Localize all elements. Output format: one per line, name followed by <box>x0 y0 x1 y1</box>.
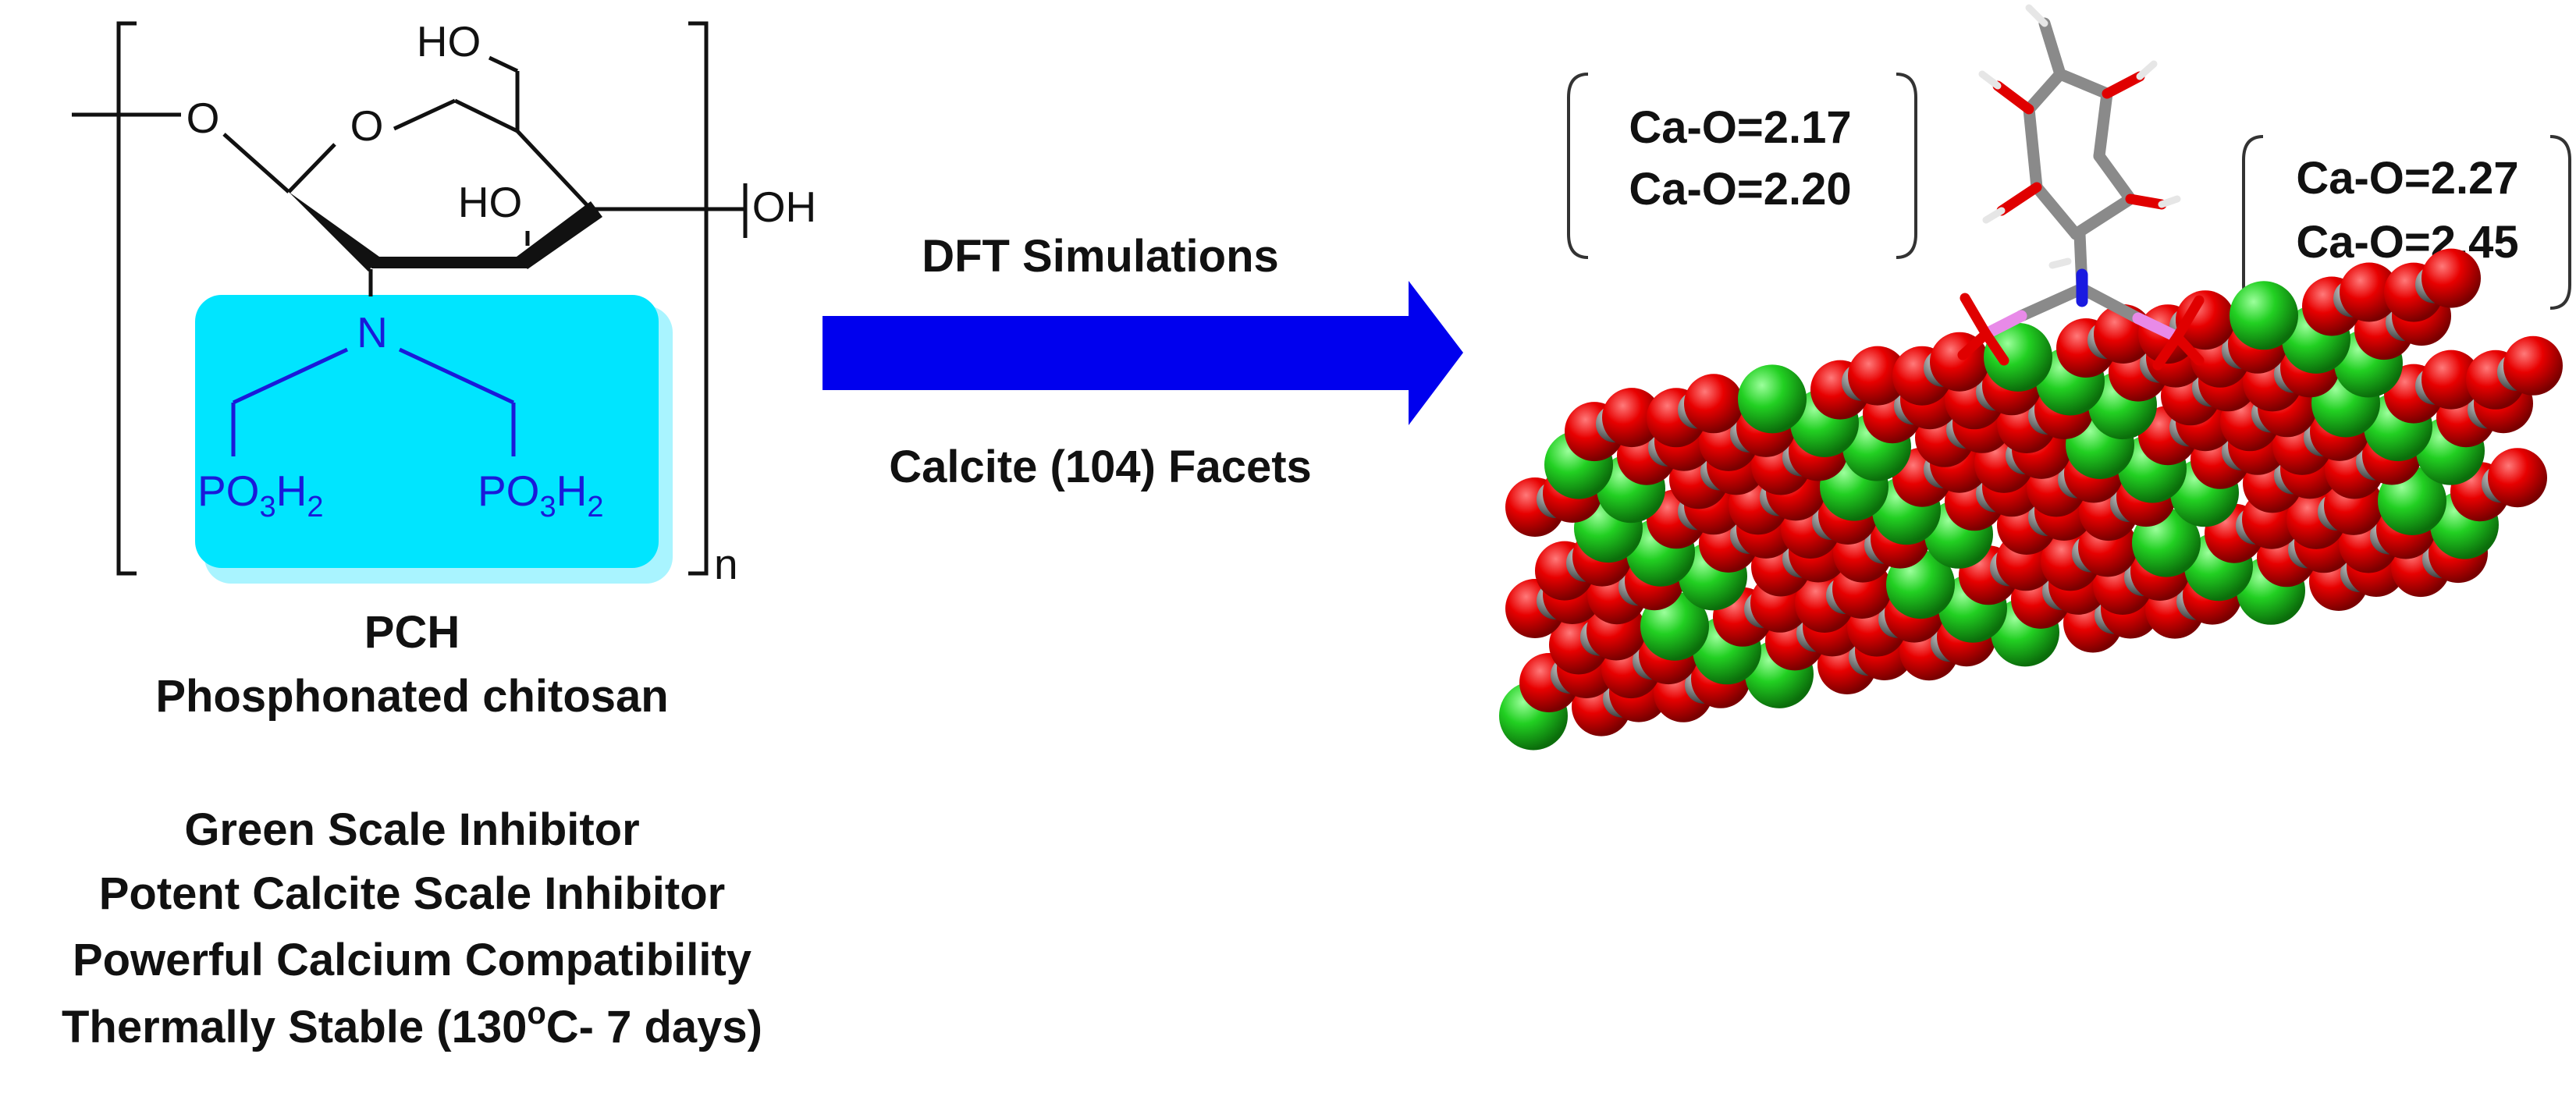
arrow-bottom-label: Calcite (104) Facets <box>889 442 1312 492</box>
oxygen-atom <box>2340 262 2399 322</box>
ring-bold-edge-2 <box>371 257 528 268</box>
oxygen-atom <box>1602 388 1661 448</box>
ring-bold-edge-1 <box>289 192 379 272</box>
compound-acronym: PCH <box>364 607 460 658</box>
property-item: Powerful Calcium Compatibility <box>73 935 751 985</box>
oxygen-atom <box>2503 335 2563 396</box>
bond-length-label: Ca-O=2.17 <box>1629 102 1851 153</box>
arrow-top-label: DFT Simulations <box>922 231 1279 282</box>
bond-length-label: Ca-O=2.27 <box>2296 153 2518 204</box>
left-bracket <box>116 21 137 576</box>
calcium-atom <box>2230 281 2298 350</box>
po3h2-right: PO3H2 <box>478 467 603 524</box>
adsorbed-molecule <box>1957 4 2205 371</box>
property-item: Potent Calcite Scale Inhibitor <box>99 868 725 919</box>
oxygen-atom <box>2421 350 2481 410</box>
bond-length-label: Ca-O=2.20 <box>1629 164 1851 215</box>
repeat-subscript-n: n <box>714 540 738 588</box>
bond-length-label: Ca-O=2.45 <box>2296 217 2518 268</box>
po3h2-left: PO3H2 <box>197 467 323 524</box>
bond-bracket-right: Ca-O=2.27 Ca-O=2.45 <box>2242 135 2571 310</box>
calcium-atom <box>1984 322 2052 392</box>
skeleton-bonds <box>72 55 748 296</box>
oxygen-atom <box>1684 374 1743 434</box>
phosphonate-highlight-box <box>195 295 659 568</box>
oxygen-atom <box>2488 448 2547 508</box>
phosphonate-arms <box>231 347 516 456</box>
properties-list: Green Scale Inhibitor Potent Calcite Sca… <box>62 804 762 1052</box>
property-item: Green Scale Inhibitor <box>184 804 639 855</box>
process-arrow <box>823 281 1463 425</box>
ring-bold-edge-3 <box>517 201 602 269</box>
atom-ho-top: HO <box>417 17 481 66</box>
chemical-structure: O O HO HO OH N PO3H2 PO3H2 n <box>72 17 816 588</box>
calcite-slab <box>1499 248 2563 751</box>
property-thermal: Thermally Stable (130oC- 7 days) <box>62 996 762 1052</box>
compound-name: Phosphonated chitosan <box>155 671 668 722</box>
atom-o-ring: O <box>350 101 384 150</box>
atom-n: N <box>357 308 388 357</box>
calcium-atom <box>1738 364 1807 434</box>
oxygen-atom <box>1848 346 1907 406</box>
atom-o-link: O <box>187 94 220 142</box>
oxygen-atom <box>2421 248 2481 308</box>
atom-ho-mid: HO <box>458 178 523 226</box>
bond-bracket-left: Ca-O=2.17 Ca-O=2.20 <box>1567 73 1917 259</box>
right-bracket <box>688 21 709 576</box>
atom-oh-right: OH <box>752 183 817 231</box>
